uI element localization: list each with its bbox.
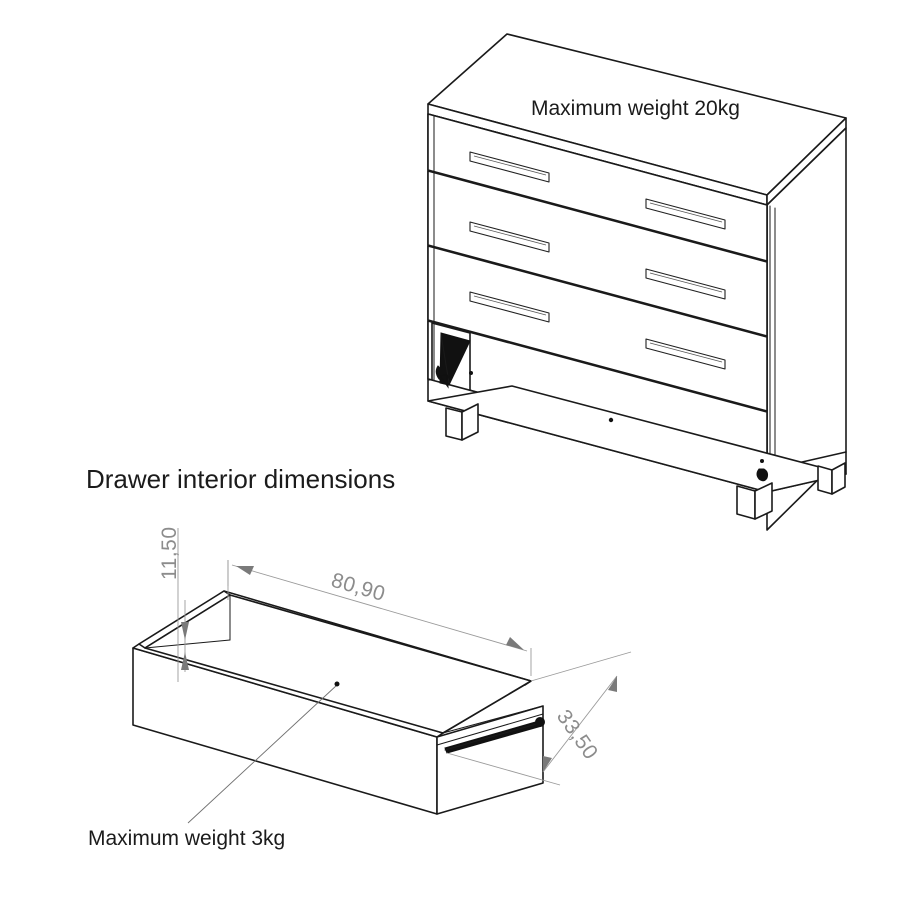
- cam-fitting-1: [760, 459, 764, 463]
- drawer-right-inner-b: [436, 684, 526, 738]
- dimension-height: 11,50: [158, 527, 229, 682]
- chest-leg-front-right: [736, 482, 773, 520]
- drawer-back-inner-line-2: [229, 594, 532, 682]
- drawer-right-panel-seam-2: [436, 713, 544, 746]
- chest-leg-rear-right: [817, 462, 846, 495]
- drawer-handle-2-left[interactable]: [469, 221, 550, 253]
- drawer-slide-connector: [535, 717, 545, 727]
- dowel-hole-1: [469, 371, 473, 375]
- drawer-max-weight-label: Maximum weight 3kg: [88, 827, 286, 850]
- dimension-height-text: 11,50: [158, 527, 181, 581]
- section-title-drawer-dimensions: Drawer interior dimensions: [86, 464, 396, 494]
- drawer-left-inner-edge-2: [144, 639, 231, 649]
- drawer-handle-2-right[interactable]: [645, 268, 726, 300]
- cam-fitting-2: [756, 468, 769, 482]
- chest-bottom-face: [427, 385, 847, 493]
- drawer-handle-1-left[interactable]: [469, 151, 550, 183]
- drawer-handle-3-right[interactable]: [645, 338, 726, 370]
- drawer-box-figure: 11,50 80,90 33,50: [132, 527, 632, 824]
- dimension-depth-text: 33,50: [552, 706, 602, 764]
- drawer-handle-3-left[interactable]: [469, 291, 550, 323]
- chest-of-drawers-figure: [427, 33, 847, 531]
- drawer-right-panel-seam: [442, 705, 544, 734]
- drawer-handle-1-right[interactable]: [645, 198, 726, 230]
- drawer-slide-rail: [435, 332, 471, 389]
- drawer-weight-leader: [187, 681, 340, 824]
- dimension-width-text: 80,90: [329, 569, 388, 606]
- chest-max-weight-label: Maximum weight 20kg: [531, 97, 740, 120]
- dowel-hole-2: [608, 417, 614, 423]
- chest-leg-front-left: [445, 403, 479, 441]
